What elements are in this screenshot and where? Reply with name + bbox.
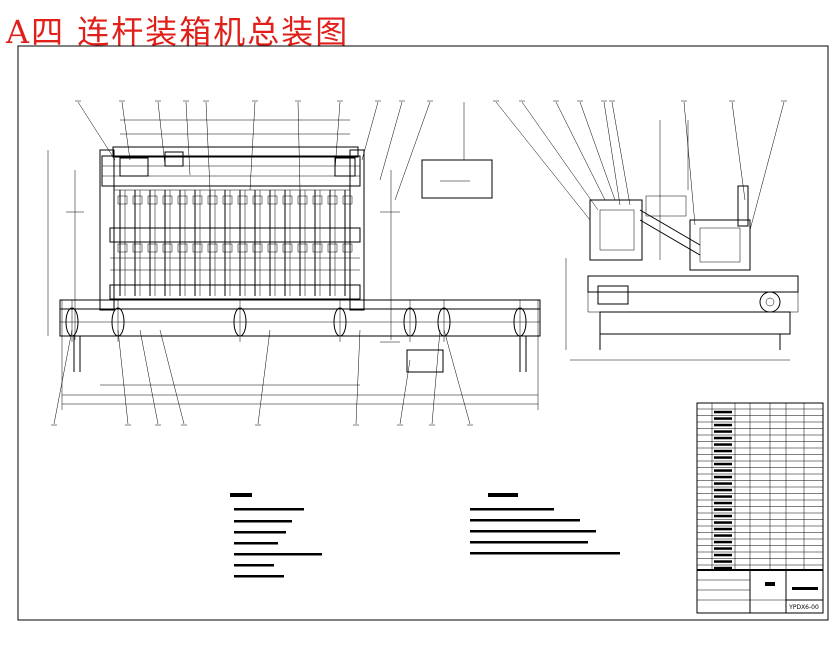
motor-box [406,349,444,373]
drawing-number: YPDX6-00 [788,604,819,611]
conveyor-rollers [65,300,527,342]
side-wheel [759,291,781,313]
front-view [47,119,541,410]
gripper-columns [117,190,353,296]
note-box [421,159,493,199]
leader-lines [51,100,787,426]
conveyor-body [59,308,541,337]
drawing-title: A四 连杆装箱机总装图 [6,13,350,51]
sheet-border [17,45,829,621]
parts-list [696,402,824,614]
title-block: YPDX6-00 [697,569,823,613]
spec-notes [230,493,322,578]
conveyor-top [59,299,541,310]
technical-requirements [470,493,620,555]
side-view [565,120,799,361]
